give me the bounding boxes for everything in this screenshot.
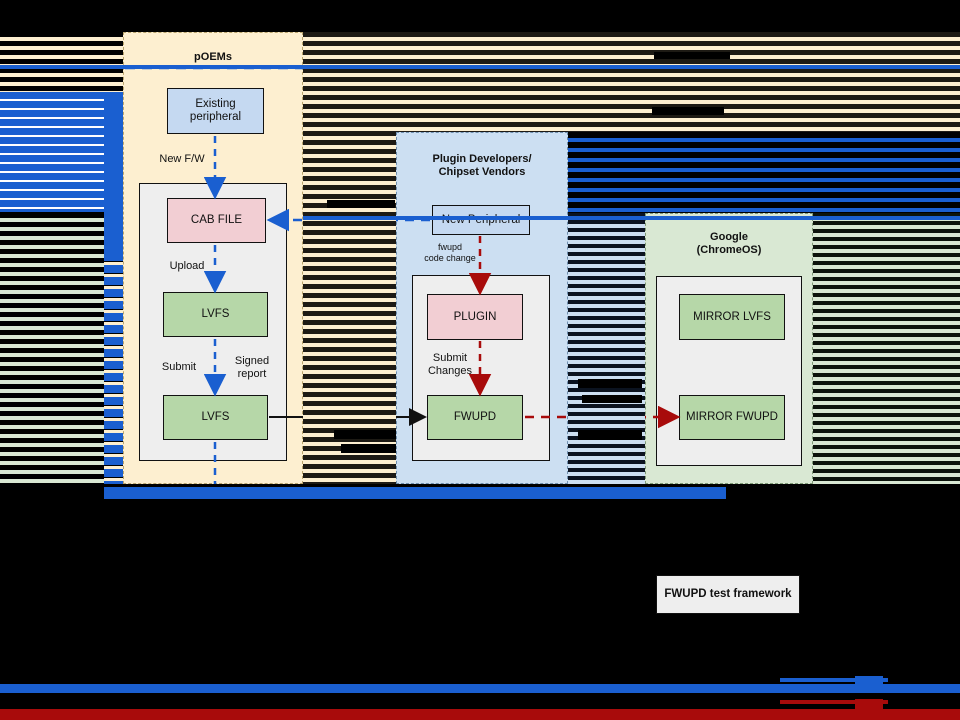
node-plugin-label: PLUGIN xyxy=(453,310,497,323)
edge-label-upload: Upload xyxy=(169,260,205,272)
node-existing-peripheral[interactable]: Existing peripheral xyxy=(167,88,264,134)
node-plugin[interactable]: PLUGIN xyxy=(427,294,523,340)
node-lvfs-upper-label: LVFS xyxy=(201,308,230,320)
panel-plugin-developers-title: Plugin Developers/ Chipset Vendors xyxy=(432,153,532,178)
node-mirror-fwupd[interactable]: MIRROR FWUPD xyxy=(679,395,785,440)
node-cab-file-label: CAB FILE xyxy=(190,214,243,226)
edge-label-fwupd-code-change: fwupd code change xyxy=(424,242,476,263)
edge-label-signed-report: Signed report xyxy=(234,355,270,380)
node-mirror-lvfs-label: MIRROR LVFS xyxy=(693,310,771,323)
node-fwupd[interactable]: FWUPD xyxy=(427,395,523,440)
node-lvfs-lower-label: LVFS xyxy=(201,411,230,423)
node-cab-file[interactable]: CAB FILE xyxy=(167,198,266,243)
node-fwupd-label: FWUPD xyxy=(453,411,497,423)
edge-label-submit-changes: Submit Changes xyxy=(427,352,473,377)
edge-label-new-fw: New F/W xyxy=(159,153,205,165)
node-lvfs-upper[interactable]: LVFS xyxy=(163,292,268,337)
node-mirror-fwupd-label: MIRROR FWUPD xyxy=(686,411,778,423)
node-mirror-lvfs[interactable]: MIRROR LVFS xyxy=(679,294,785,340)
panel-poems-title: pOEMs xyxy=(194,51,232,63)
node-lvfs-lower[interactable]: LVFS xyxy=(163,395,268,440)
edge-label-submit: Submit xyxy=(161,361,197,373)
panel-google-chromeos-title: Google (ChromeOS) xyxy=(696,231,762,256)
node-existing-peripheral-label: Existing peripheral xyxy=(189,98,242,123)
